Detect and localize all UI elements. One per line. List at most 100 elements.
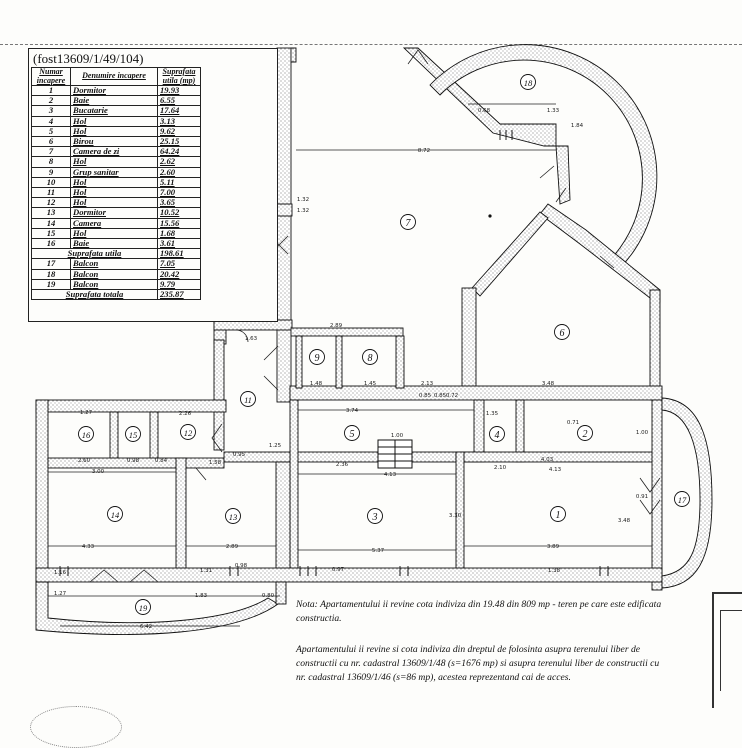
dimension-label: 1.63 xyxy=(245,336,258,342)
floor-plan-document: 8.721.330.681.841.321.321.182.401.632.89… xyxy=(0,44,742,748)
room-name: Baie xyxy=(70,95,158,107)
wall-segment xyxy=(651,399,663,591)
room-number: 2 xyxy=(31,95,71,107)
wall-segment xyxy=(555,145,571,205)
room-name: Balcon xyxy=(70,268,158,280)
room-area: 1.68 xyxy=(157,227,201,240)
dimension-label: 1.31 xyxy=(200,568,212,574)
room-name: Hol xyxy=(70,227,158,240)
room-number-label: 8 xyxy=(368,353,373,364)
room-number: 13 xyxy=(31,207,71,219)
room-area: 10.52 xyxy=(157,207,201,219)
total-area-row-label: Suprafata totala xyxy=(31,289,158,301)
wall-segment xyxy=(109,411,119,461)
dimension-label: 1.84 xyxy=(571,123,584,129)
dimension-label: 0.95 xyxy=(233,452,246,458)
useful-area-row-value: 198.61 xyxy=(157,248,201,260)
dimension-label: 0.97 xyxy=(332,567,345,573)
room-marker xyxy=(362,349,378,365)
dimension-label: 0.80 xyxy=(262,593,275,599)
balcony-wall xyxy=(661,397,713,589)
room-area: 3.61 xyxy=(157,238,201,250)
dimension-label: 1.58 xyxy=(209,460,222,466)
room-number-label: 9 xyxy=(315,353,320,364)
dimension-label: 1.27 xyxy=(54,591,67,597)
dimension-label: 2.36 xyxy=(336,462,349,468)
dimension-label: 4.03 xyxy=(541,457,554,463)
wall-segment xyxy=(335,335,343,389)
door xyxy=(235,329,249,343)
dimension-label: 1.00 xyxy=(636,430,649,436)
room-number: 15 xyxy=(31,227,71,240)
room-number: 14 xyxy=(31,217,71,229)
dimension-label: 4.33 xyxy=(82,544,95,550)
room-name: Hol xyxy=(70,156,158,168)
room-number-label: 3 xyxy=(372,512,378,523)
room-name: Baie xyxy=(70,238,158,250)
room-number-label: 16 xyxy=(82,430,91,440)
wall-segment xyxy=(295,335,303,389)
dimension-label: 1.33 xyxy=(547,108,560,114)
room-number-label: 19 xyxy=(139,603,148,613)
room-number: 3 xyxy=(31,105,71,117)
room-number: 19 xyxy=(31,278,71,291)
room-name: Balcon xyxy=(70,258,158,270)
room-marker xyxy=(180,424,196,440)
door xyxy=(211,423,223,453)
dimension-label: 1.35 xyxy=(486,411,499,417)
door xyxy=(263,345,279,391)
page-top-line xyxy=(0,44,742,45)
dimension-label: 1.32 xyxy=(297,197,309,203)
room-marker xyxy=(489,426,505,442)
dimension-label: 1.27 xyxy=(80,410,93,416)
room-number-label: 14 xyxy=(111,510,120,520)
room-number: 1 xyxy=(31,84,71,97)
title-frame-inner xyxy=(720,610,742,691)
room-number: 12 xyxy=(31,197,71,209)
dimension-label: 0.98 xyxy=(127,458,140,464)
wall-segment xyxy=(461,287,477,389)
door xyxy=(195,467,207,481)
center-mark xyxy=(488,214,492,218)
balcony-wall xyxy=(429,44,658,269)
room-name: Hol xyxy=(70,125,158,138)
dimension-label: 1.83 xyxy=(195,593,208,599)
room-marker xyxy=(367,508,383,524)
wall-segment xyxy=(223,451,291,463)
room-area: 64.24 xyxy=(157,146,201,158)
room-number: 16 xyxy=(31,238,71,250)
dimension-label: 1.48 xyxy=(310,381,323,387)
dimension-label: 6.42 xyxy=(140,624,152,630)
window xyxy=(229,566,239,576)
room-marker xyxy=(520,74,536,90)
room-area: 5.11 xyxy=(157,176,201,189)
room-name: Hol xyxy=(70,176,158,189)
dimension-label: 0.91 xyxy=(636,494,648,500)
door xyxy=(539,165,567,203)
dimension-label: 3.89 xyxy=(547,544,560,550)
room-marker xyxy=(78,426,94,442)
room-number-label: 18 xyxy=(524,78,533,88)
window xyxy=(499,130,513,140)
room-marker xyxy=(309,349,325,365)
room-number: 18 xyxy=(31,268,71,280)
dimension-label: 1.25 xyxy=(269,443,282,449)
dimension-label: 2.13 xyxy=(421,381,434,387)
room-name: Balcon xyxy=(70,278,158,291)
room-name: Dormitor xyxy=(70,207,158,219)
useful-area-row-label: Suprafata utila xyxy=(31,248,158,260)
room-name: Camera de zi xyxy=(70,146,158,158)
room-number: 4 xyxy=(31,115,71,127)
room-marker xyxy=(125,426,141,442)
room-area: 7.00 xyxy=(157,187,201,199)
room-area: 7.05 xyxy=(157,258,201,270)
room-number: 6 xyxy=(31,136,71,148)
